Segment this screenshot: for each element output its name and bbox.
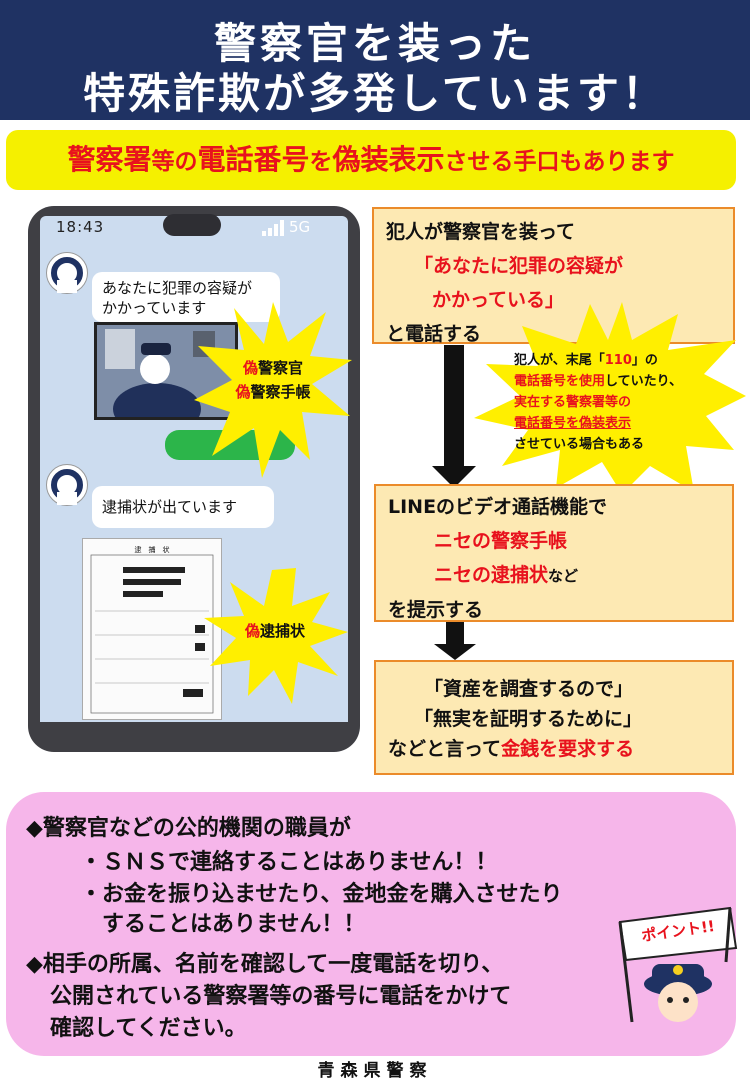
fake-police-burst	[194, 302, 352, 478]
advice-line6: 公開されている警察署等の番号に電話をかけて	[50, 984, 512, 1009]
advice-panel: ◆警察官などの公的機関の職員が ・ＳＮＳで連絡することはありません！！ ・お金を…	[6, 792, 736, 1056]
banner-text-phone-number: 電話番号	[197, 143, 310, 176]
fake-warrant-burst	[204, 568, 348, 704]
banner-text-etc: 等の	[151, 149, 198, 175]
arrow-down-icon-2	[434, 644, 476, 660]
flow-arrow-2	[446, 622, 464, 646]
video-call-image	[94, 322, 238, 435]
flow-arrow-1	[444, 345, 464, 471]
advice-line1: ◆警察官などの公的機関の職員が	[26, 816, 351, 841]
step1-line4: と電話する	[386, 323, 482, 345]
arrow-down-icon	[432, 466, 476, 488]
header-title-line1: 警察官を装った	[213, 19, 536, 68]
step1-line2: 「あなたに犯罪の容疑が	[414, 255, 624, 277]
banner-text-spoof: 偽装表示	[332, 143, 445, 176]
burst-fake-police-text: 偽警察官 偽警察手帳	[235, 359, 311, 401]
signal-icon	[262, 220, 284, 236]
phone-clock: 18:43	[56, 218, 105, 236]
banner-text-method: させる手口もあります	[444, 149, 675, 175]
step-money-demand-box: 「資産を調査するので」 「無実を証明するために」 などと言って金銭を要求する	[374, 660, 734, 775]
network-indicator: 5G	[289, 218, 311, 236]
advice-line4: することはありません！！	[102, 912, 366, 937]
chat-bubble-suspicion: あなたに犯罪の容疑が かかっています	[92, 272, 280, 322]
step1-line1: 犯人が警察官を装って	[386, 221, 576, 243]
phone-notch	[163, 214, 221, 236]
warning-banner: 警察署等の電話番号を偽装表示させる手口もあります	[6, 130, 736, 190]
burst-fake-warrant-text: 偽逮捕状	[244, 622, 306, 640]
step3-line1: 「資産を調査するので」	[424, 678, 634, 700]
step2-line1: LINEのビデオ通話機能で	[388, 496, 608, 518]
step3-line3: などと言って金銭を要求する	[388, 738, 635, 760]
step2-line4: を提示する	[388, 599, 484, 621]
footer-issuer: 青森県警察	[317, 1061, 433, 1081]
step2-line3: ニセの逮捕状など	[434, 564, 579, 586]
banner-text-wo: を	[309, 149, 333, 175]
step3-line2: 「無実を証明するために」	[414, 708, 643, 730]
arrest-warrant-image: 逮 捕 状	[82, 538, 222, 720]
police-mascot-illustration	[618, 906, 738, 1023]
advice-line2: ・ＳＮＳで連絡することはありません！！	[80, 850, 498, 875]
header-banner: 警察官を装った 特殊詐欺が多発しています！	[0, 0, 750, 120]
banner-text-police-station: 警察署	[67, 143, 152, 176]
step2-line2: ニセの警察手帳	[434, 530, 568, 552]
step1-line3: かかっている」	[432, 289, 565, 311]
advice-line5: ◆相手の所属、名前を確認して一度電話を切り、	[26, 952, 504, 977]
header-title-line2: 特殊詐欺が多発しています！	[83, 69, 667, 118]
caller-avatar-icon-2	[46, 464, 88, 506]
caller-id-spoof-note: 犯人が、末尾「110」の 電話番号を使用していたり、 実在する警察署等の 電話番…	[514, 353, 683, 452]
caller-avatar-icon	[46, 252, 88, 294]
advice-line3: ・お金を振り込ませたり、金地金を購入させたり	[80, 882, 563, 907]
advice-line7: 確認してください。	[50, 1016, 247, 1041]
step-video-call-box: LINEのビデオ通話機能で ニセの警察手帳 ニセの逮捕状など を提示する	[374, 484, 734, 622]
caller-id-spoof-burst	[474, 302, 746, 494]
warrant-title: 逮 捕 状	[134, 546, 170, 554]
chat-bubble-warrant: 逮捕状が出ています	[92, 486, 274, 528]
